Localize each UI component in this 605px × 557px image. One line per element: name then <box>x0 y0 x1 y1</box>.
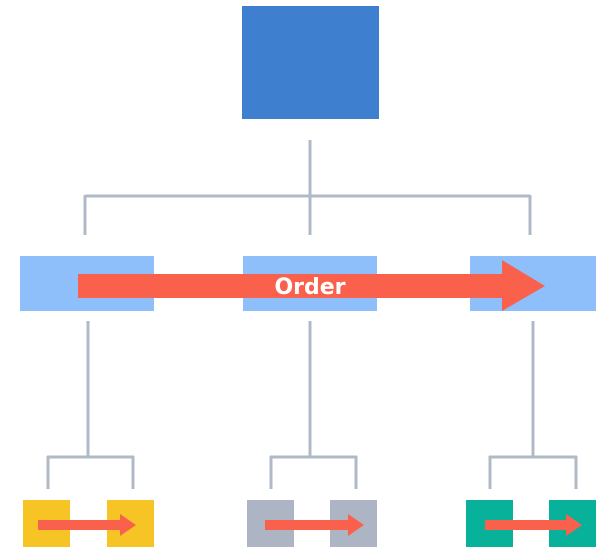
leaf-right-arrow <box>485 514 582 536</box>
order-arrow-label: Order <box>274 275 345 300</box>
leaf-left-arrow <box>38 514 136 536</box>
root-node <box>242 6 379 119</box>
leaf-center-arrow <box>265 514 364 536</box>
top-connectors <box>83 140 532 235</box>
lower-connectors <box>46 321 578 489</box>
order-arrow <box>78 260 545 311</box>
